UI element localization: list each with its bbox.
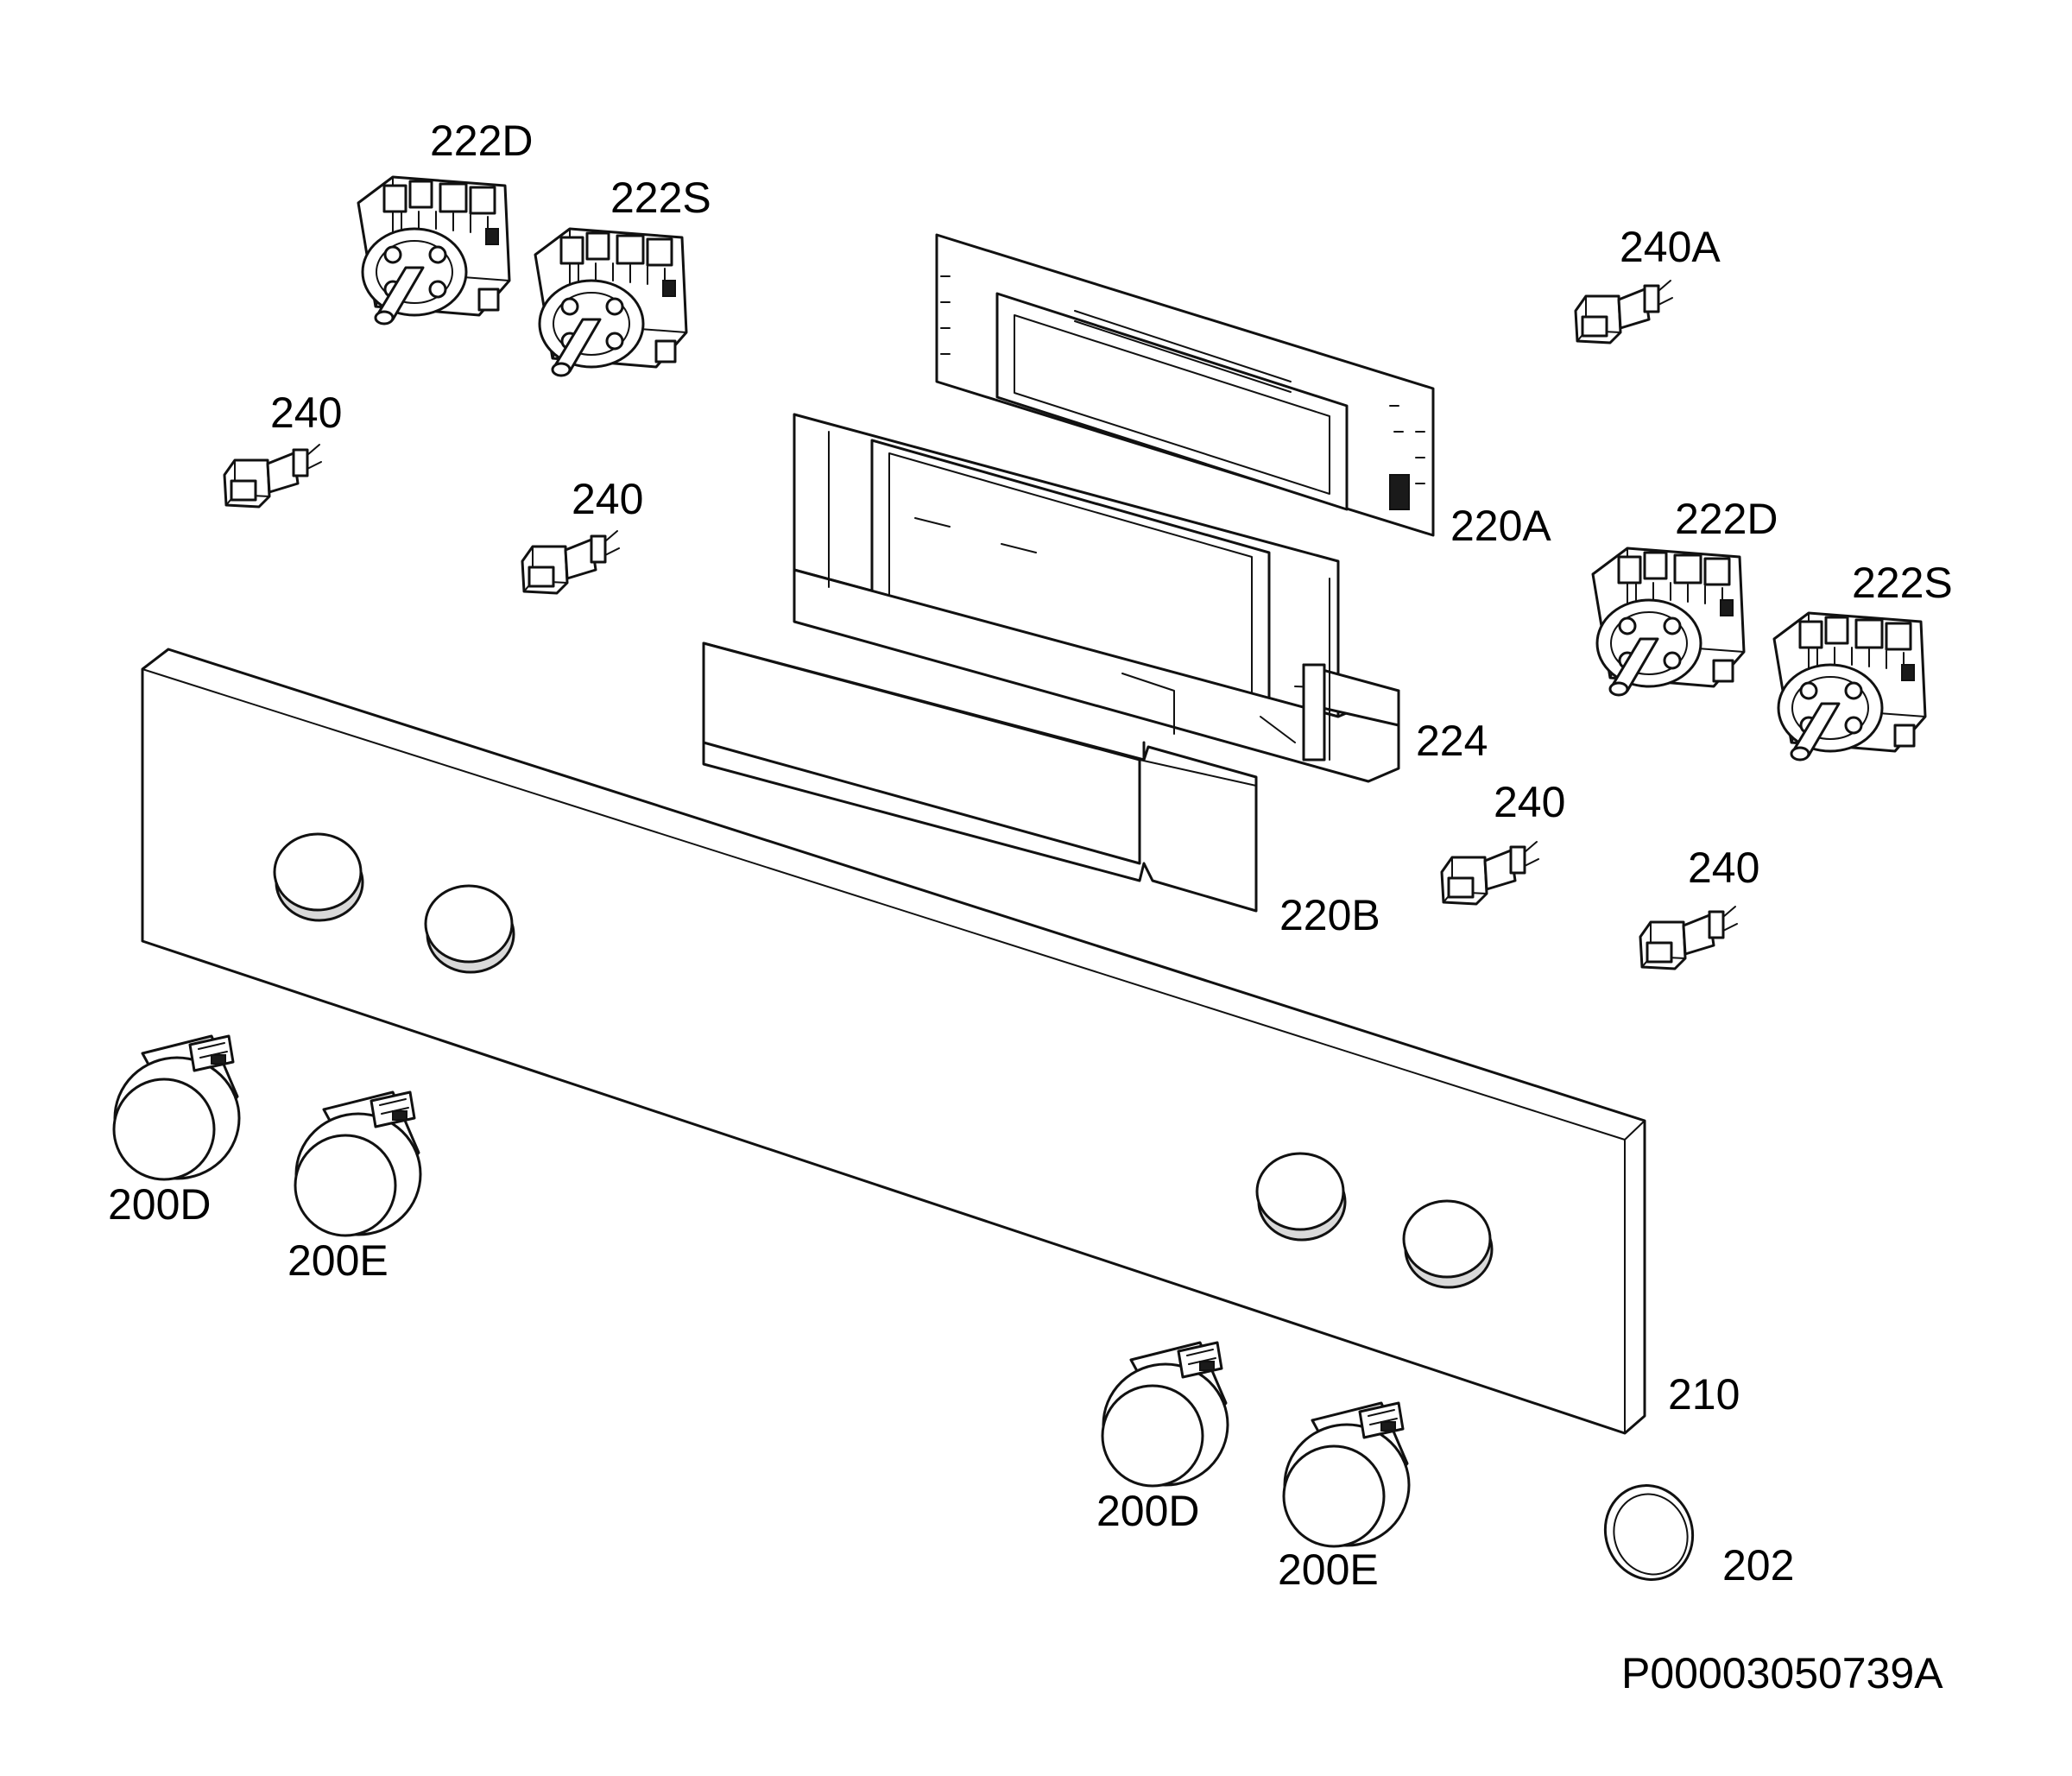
label-222s-right: 222S xyxy=(1852,559,1953,607)
label-200d-left: 200D xyxy=(108,1180,212,1229)
ring-202 xyxy=(1603,1484,1695,1581)
label-224: 224 xyxy=(1416,717,1488,765)
push-switch-240a xyxy=(1574,279,1674,344)
label-200e-left: 200E xyxy=(287,1236,388,1285)
label-210: 210 xyxy=(1668,1370,1740,1419)
rotary-switch-222s-top xyxy=(534,227,688,377)
rotary-switch-222d-top xyxy=(357,175,511,325)
label-222d-right: 222D xyxy=(1675,495,1778,543)
knob-200d-right xyxy=(1101,1341,1229,1488)
label-222d-top: 222D xyxy=(430,117,534,165)
circuit-board-220a xyxy=(935,233,1435,537)
knob-200d-left xyxy=(112,1034,241,1181)
label-240a: 240A xyxy=(1620,223,1721,271)
label-240-right-upper: 240 xyxy=(1494,778,1565,826)
label-200e-right: 200E xyxy=(1278,1545,1379,1594)
push-switch-240-middle xyxy=(521,529,621,595)
control-panel-210 xyxy=(141,648,1646,1435)
label-240-middle: 240 xyxy=(572,475,643,523)
push-switch-240-left xyxy=(223,443,323,509)
label-220b: 220B xyxy=(1279,891,1380,939)
drawing-code: P00003050739A xyxy=(1621,1649,1943,1697)
knob-200e-right xyxy=(1282,1401,1411,1548)
label-202: 202 xyxy=(1722,1541,1794,1590)
label-220a: 220A xyxy=(1450,502,1551,550)
push-switch-240-right-upper xyxy=(1440,840,1540,906)
label-240-right-lower: 240 xyxy=(1688,844,1759,892)
rotary-switch-222s-right xyxy=(1772,611,1927,762)
board-220b xyxy=(702,642,1258,913)
display-frame-224 xyxy=(793,413,1400,783)
push-switch-240-right-lower xyxy=(1639,905,1739,970)
rotary-switch-222d-right xyxy=(1591,547,1746,697)
knob-200e-left xyxy=(294,1090,422,1237)
label-200d-right: 200D xyxy=(1096,1487,1200,1535)
label-222s-top: 222S xyxy=(610,174,711,222)
label-240-left: 240 xyxy=(270,389,342,437)
